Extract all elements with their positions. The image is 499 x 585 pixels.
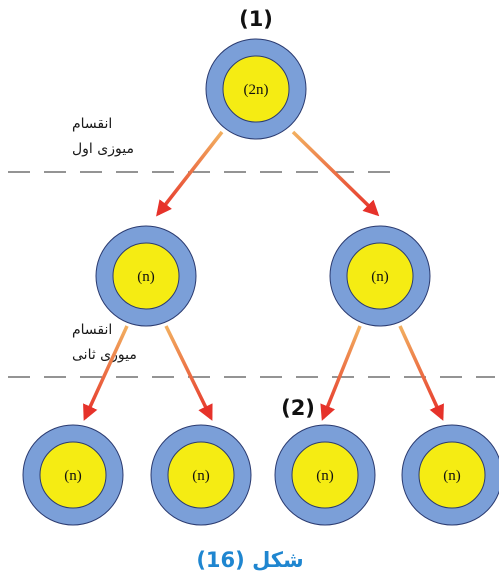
gamete-cell: (n)	[274, 424, 376, 526]
figure-caption: شکل (16)	[196, 548, 303, 572]
cell-nucleus	[346, 242, 414, 310]
cell-nucleus	[39, 441, 107, 509]
ploidy-label: (n)	[316, 468, 334, 484]
cell-nucleus	[112, 242, 180, 310]
arrow-down-icon	[320, 325, 362, 421]
ploidy-label: (n)	[192, 468, 210, 484]
arrow-down-icon	[164, 325, 213, 421]
meiosis-1-label-line1: انقسام	[72, 116, 112, 132]
cell-nucleus	[167, 441, 235, 509]
ploidy-label: (n)	[443, 468, 461, 484]
gamete-cell: (n)	[401, 424, 499, 526]
daughter-cell: (n)	[95, 225, 197, 327]
gamete-cell: (n)	[150, 424, 252, 526]
marker-2: (2)	[281, 396, 315, 420]
meiosis-2-label: انقسام میوزی ثانی	[72, 322, 137, 363]
gamete-cell: (n)	[22, 424, 124, 526]
ploidy-label: (n)	[137, 269, 155, 285]
cell-nucleus	[222, 55, 290, 123]
arrow-down-icon	[156, 130, 224, 217]
meiosis-1-label-line2: میوزی اول	[72, 141, 134, 157]
arrow-down-icon	[398, 325, 444, 421]
daughter-cell: (n)	[329, 225, 431, 327]
cell-nucleus	[418, 441, 486, 509]
marker-1: (1)	[239, 7, 273, 31]
arrow-down-icon	[291, 130, 380, 217]
cell-nucleus	[291, 441, 359, 509]
meiosis-2-label-line1: انقسام	[72, 322, 112, 338]
ploidy-label: (2n)	[244, 82, 269, 98]
ploidy-label: (n)	[371, 269, 389, 285]
meiosis-2-label-line2: میوزی ثانی	[72, 347, 137, 363]
arrow-down-icon	[83, 325, 129, 421]
parent-cell: (2n)	[205, 38, 307, 140]
meiosis-1-label: انقسام میوزی اول	[72, 116, 134, 157]
division-arrows	[83, 130, 444, 421]
ploidy-label: (n)	[64, 468, 82, 484]
